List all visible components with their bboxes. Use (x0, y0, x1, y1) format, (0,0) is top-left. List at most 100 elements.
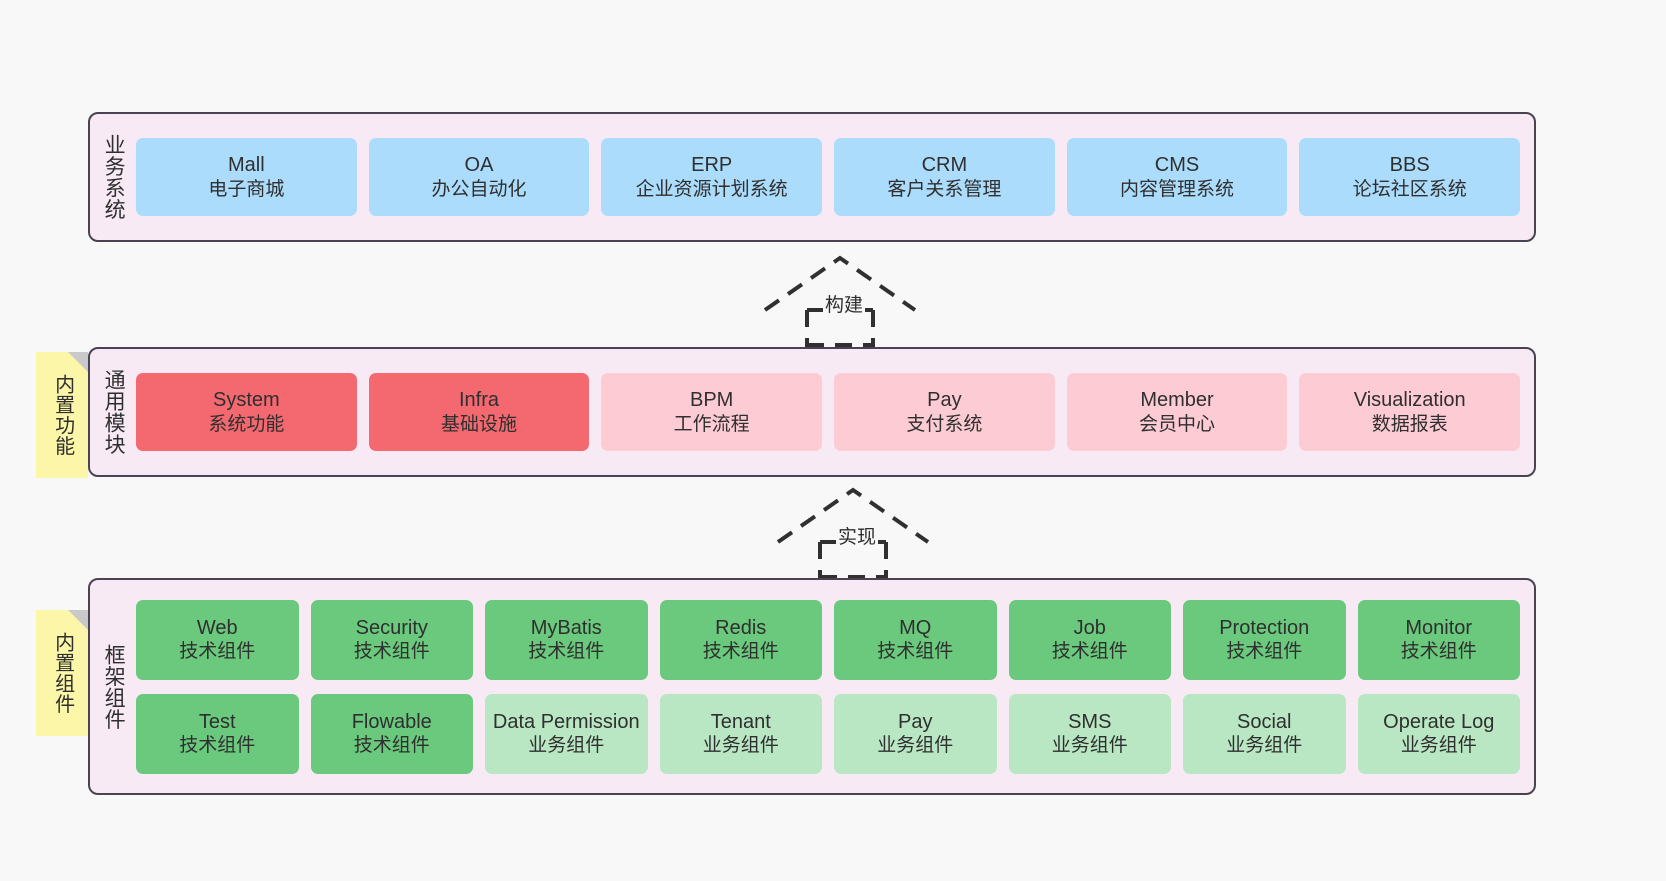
arrow-realize: 实现 (768, 484, 938, 579)
arrow-build-head (763, 255, 917, 312)
card-subtitle: 业务组件 (1400, 735, 1477, 757)
card-title: Pay (898, 710, 933, 733)
sticky-note-builtin-components: 内置组件 (36, 610, 88, 736)
card-subtitle: 技术组件 (179, 735, 256, 757)
arrow-realize-head (776, 487, 930, 544)
card-subtitle: 技术组件 (353, 641, 430, 663)
card-title: OA (464, 154, 494, 177)
card-subtitle: 论坛社区系统 (1352, 178, 1467, 200)
card-title: Member (1140, 389, 1214, 412)
sticky-note-builtin-features-label: 内置功能 (51, 374, 74, 456)
card-subtitle: 技术组件 (528, 641, 605, 663)
card-title: Protection (1219, 616, 1310, 639)
card-subtitle: 业务组件 (877, 735, 954, 757)
card-title: Security (355, 616, 428, 639)
card-subtitle: 数据报表 (1371, 413, 1448, 435)
card-title: Monitor (1405, 616, 1473, 639)
card-subtitle: 客户关系管理 (887, 178, 1002, 200)
sticky-note-builtin-features: 内置功能 (36, 352, 88, 478)
card-subtitle: 系统功能 (208, 413, 285, 435)
card-title: ERP (691, 154, 733, 177)
card-title: Tenant (710, 710, 771, 733)
card-subtitle: 技术组件 (179, 641, 256, 663)
card-subtitle: 技术组件 (353, 735, 430, 757)
card-title: Web (196, 616, 238, 639)
band-label-common-modules: 通用模块 (102, 369, 126, 455)
card-subtitle: 支付系统 (906, 413, 983, 435)
card-subtitle: 业务组件 (528, 735, 605, 757)
card-title: BPM (690, 389, 734, 412)
sticky-fold-corner-icon (68, 352, 88, 372)
card-subtitle: 技术组件 (1400, 641, 1477, 663)
card-subtitle: 会员中心 (1139, 413, 1216, 435)
sticky-fold-corner-icon (68, 610, 88, 630)
card-subtitle: 技术组件 (1226, 641, 1303, 663)
card-subtitle: 企业资源计划系统 (635, 178, 788, 200)
band-label-framework-components: 框架组件 (102, 643, 126, 730)
arrow-realize-label: 实现 (836, 522, 879, 549)
card-title: Test (198, 710, 236, 733)
card-subtitle: 基础设施 (441, 413, 518, 435)
arrow-build: 构建 (755, 252, 925, 347)
card-title: Job (1073, 616, 1106, 639)
card-subtitle: 技术组件 (877, 641, 954, 663)
card-subtitle: 业务组件 (1051, 735, 1128, 757)
card-title: Operate Log (1383, 710, 1495, 733)
card-title: Redis (715, 616, 767, 639)
card-title: Data Permission (492, 710, 640, 733)
card-title: Infra (458, 389, 500, 412)
card-title: MQ (899, 616, 932, 639)
card-title: System (212, 389, 280, 412)
sticky-note-builtin-components-label: 内置组件 (51, 632, 74, 714)
card-subtitle: 技术组件 (1051, 641, 1128, 663)
card-title: CMS (1154, 154, 1200, 177)
card-title: CRM (921, 154, 968, 177)
card-title: MyBatis (530, 616, 602, 639)
arrow-build-label: 构建 (823, 290, 866, 317)
card-title: Social (1237, 710, 1292, 733)
card-subtitle: 工作流程 (673, 413, 750, 435)
band-label-business-systems: 业务系统 (102, 134, 126, 220)
card-subtitle: 业务组件 (1226, 735, 1303, 757)
card-subtitle: 办公自动化 (431, 178, 527, 200)
card-subtitle: 内容管理系统 (1120, 178, 1235, 200)
card-title: Visualization (1353, 389, 1466, 412)
card-subtitle: 技术组件 (702, 641, 779, 663)
card-title: BBS (1389, 154, 1430, 177)
